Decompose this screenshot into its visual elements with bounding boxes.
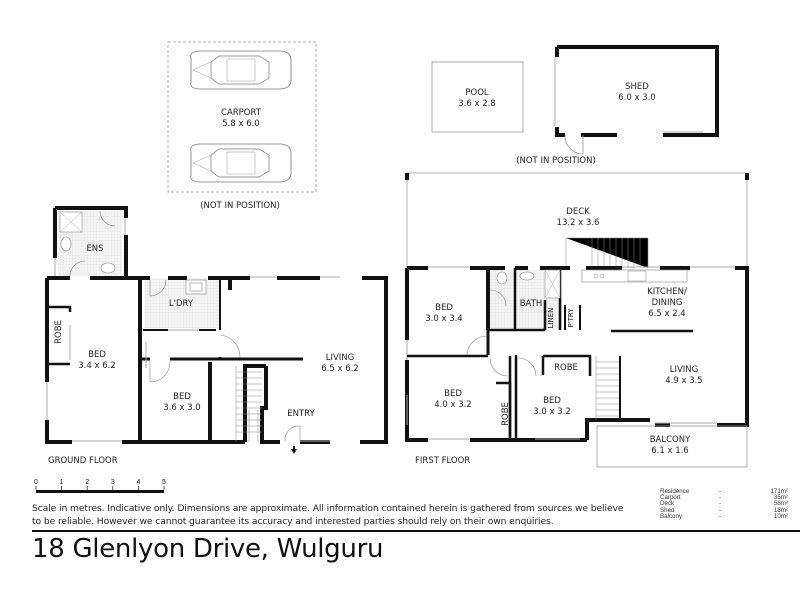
shed-label: SHED [625, 82, 649, 92]
ff-robe2-label: ROBE [554, 363, 578, 373]
ff-robe1-label: ROBE [501, 402, 511, 426]
area-row: Balcony-10m² [660, 512, 788, 520]
scale-tick: 2 [85, 479, 90, 486]
carport-label: CARPORT [221, 108, 262, 118]
kitchen-label: KITCHEN/ [647, 287, 687, 297]
area-row: Carport-35m² [660, 494, 788, 502]
balcony-label: BALCONY [650, 435, 691, 445]
gf-bed2-dims: 3.6 x 3.0 [163, 403, 200, 413]
kitchen-dims: 6.5 x 2.4 [648, 309, 685, 319]
ff-bed3-dims: 3.0 x 3.2 [533, 407, 570, 417]
deck-label: DECK [566, 207, 590, 217]
kitchen-label-2: DINING [652, 298, 683, 308]
divider [32, 530, 800, 532]
scale-tick: 1 [59, 479, 64, 486]
linen-label: LINEN [547, 308, 555, 329]
balcony-dims: 6.1 x 1.6 [651, 446, 688, 456]
gf-entry-label: ENTRY [287, 409, 315, 419]
laundry-label: L'DRY [169, 299, 194, 309]
carport-note: (NOT IN POSITION) [200, 201, 280, 211]
disclaimer-text: Scale in metres. Indicative only. Dimens… [32, 503, 624, 527]
area-row: Shed-18m² [660, 506, 788, 514]
bath-label: BATH [520, 299, 543, 309]
pool-label: POOL [465, 88, 489, 98]
first-floor-plan: DECK 13.2 x 3.6 BATH LINEN P'TRY KITCHEN… [405, 172, 749, 468]
pool-dims: 3.6 x 2.8 [458, 99, 495, 109]
gf-living-label: LIVING [326, 353, 355, 363]
pantry-label: P'TRY [567, 308, 575, 328]
ff-bed2-label: BED [444, 389, 462, 399]
area-row: Residence-171m² [660, 488, 788, 495]
carport: CARPORT 5.8 x 6.0 (NOT IN POSITION) [167, 41, 317, 211]
entry-arrow-icon [291, 446, 297, 454]
gf-robe-label: ROBE [54, 320, 64, 344]
scale-tick: 3 [110, 479, 115, 486]
scale-bar [35, 486, 165, 493]
carport-dims: 5.8 x 6.0 [222, 119, 259, 129]
ff-living-dims: 4.9 x 3.5 [665, 376, 702, 386]
gf-bed1-label: BED [88, 350, 106, 360]
pool: POOL 3.6 x 2.8 [431, 61, 524, 133]
gf-living-dims: 6.5 x 6.2 [321, 364, 358, 374]
gf-bed2-label: BED [173, 392, 191, 402]
ff-bed3-label: BED [543, 396, 561, 406]
first-floor-label: FIRST FLOOR [415, 456, 470, 466]
ground-floor-plan: ENS L'DRY ROBE BED 3.4 x 6.2 BED 3.6 x 3… [45, 206, 388, 466]
ff-bed1-dims: 3.0 x 3.4 [425, 314, 462, 324]
property-address-title: 18 Glenlyon Drive, Wulguru [32, 534, 384, 564]
scale-tick-labels: 0 1 2 3 4 5 [34, 479, 170, 489]
shed-dims: 6.0 x 3.0 [618, 93, 655, 103]
ground-floor-label: GROUND FLOOR [48, 456, 118, 466]
ff-bed1-label: BED [435, 303, 453, 313]
ff-bed2-dims: 4.0 x 3.2 [434, 400, 471, 410]
deck-dims: 13.2 x 3.6 [557, 218, 600, 228]
ens-label: ENS [86, 244, 103, 254]
area-row: Deck-58m² [660, 500, 788, 508]
area-summary-table: Residence-171m² Carport-35m² Deck-58m² S… [660, 488, 788, 520]
scale-tick: 0 [34, 479, 38, 486]
shed: SHED 6.0 x 3.0 (NOT IN POSITION) [516, 45, 719, 166]
shed-note: (NOT IN POSITION) [516, 156, 596, 166]
scale-tick: 5 [162, 479, 166, 486]
ff-living-label: LIVING [670, 365, 699, 375]
scale-tick: 4 [136, 479, 141, 486]
gf-bed1-dims: 3.4 x 6.2 [78, 361, 115, 371]
